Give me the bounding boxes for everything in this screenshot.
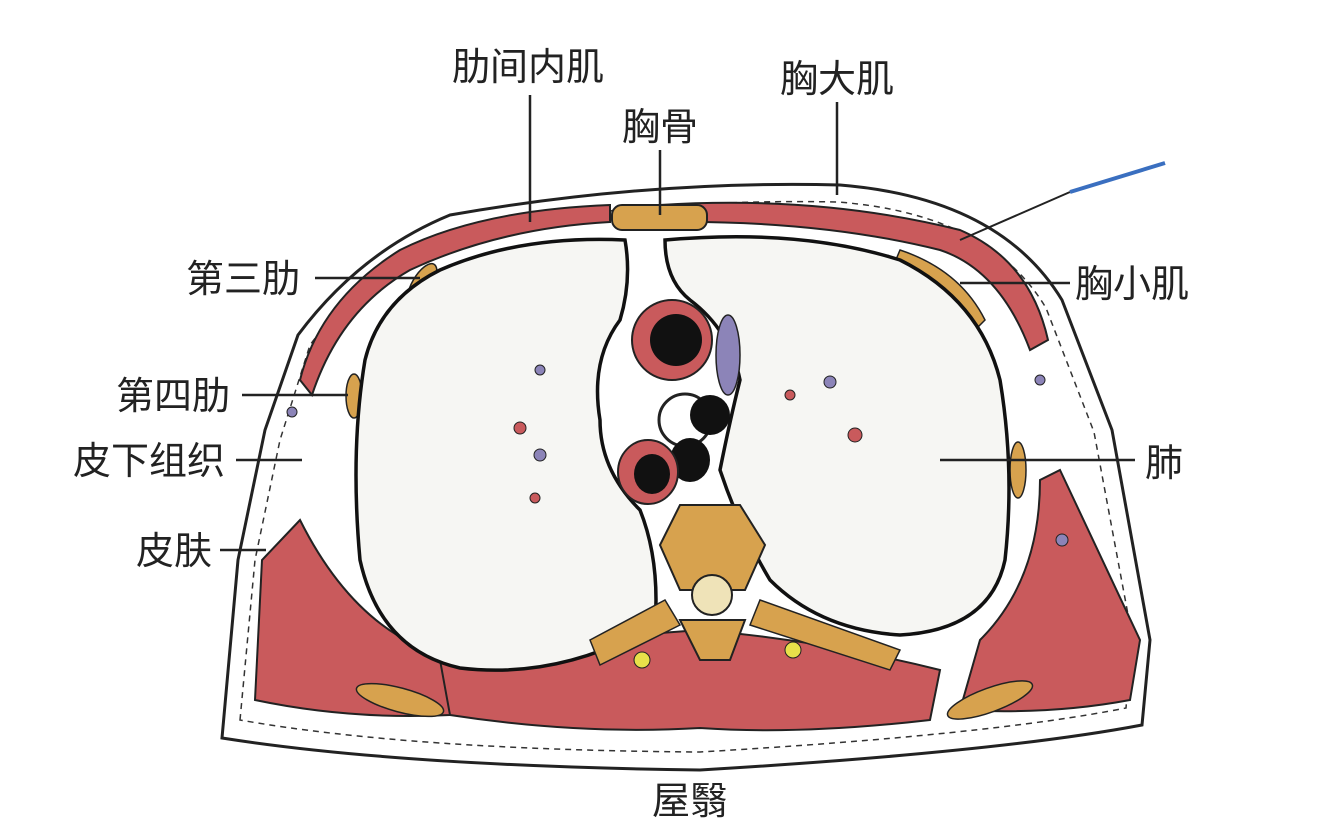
subcutaneous-vessel bbox=[1055, 533, 1069, 547]
label-fourth-rib: 第四肋 bbox=[116, 374, 230, 418]
lung-vessel bbox=[784, 389, 796, 401]
rib-bone bbox=[355, 682, 445, 718]
lung-vessel bbox=[534, 364, 546, 376]
vein bbox=[715, 314, 741, 396]
label-lung: 肺 bbox=[1145, 441, 1183, 485]
label-pectoralis-major: 胸大肌 bbox=[780, 57, 894, 101]
bronchus bbox=[690, 395, 730, 435]
transverse-process-right bbox=[749, 599, 902, 671]
esophagus bbox=[670, 438, 710, 482]
label-skin: 皮肤 bbox=[136, 529, 212, 573]
subcutaneous-vessel bbox=[1034, 374, 1046, 386]
subcutaneous-vessel bbox=[286, 406, 298, 418]
vertebral-arch bbox=[678, 619, 747, 661]
vertebral-body bbox=[658, 504, 767, 591]
needle-handle bbox=[1069, 161, 1166, 194]
lung-vessel bbox=[533, 448, 547, 462]
aorta-lumen bbox=[650, 314, 702, 366]
rib-bone bbox=[1009, 441, 1027, 499]
needle-shaft bbox=[959, 191, 1071, 241]
transverse-process-left bbox=[589, 599, 682, 667]
aorta-descending-lumen bbox=[634, 454, 670, 494]
lung-vessel bbox=[823, 375, 837, 389]
rib-bone bbox=[946, 680, 1034, 720]
lung-vessel bbox=[847, 427, 863, 443]
pectoralis-major-right bbox=[658, 201, 1050, 352]
label-intercostal-internal: 肋间内肌 bbox=[452, 45, 604, 89]
lung-vessel bbox=[529, 492, 541, 504]
left-lung bbox=[354, 237, 658, 672]
label-subcutaneous: 皮下组织 bbox=[73, 439, 225, 483]
vessel bbox=[633, 651, 651, 669]
lung-vessel bbox=[513, 421, 527, 435]
vessel bbox=[784, 641, 802, 659]
label-pectoralis-minor: 胸小肌 bbox=[1075, 262, 1189, 306]
spinal-canal bbox=[691, 574, 733, 616]
label-sternum: 胸骨 bbox=[622, 105, 698, 149]
pectoralis-major-left bbox=[298, 203, 611, 398]
label-third-rib: 第三肋 bbox=[186, 257, 300, 301]
label-acupoint: 屋翳 bbox=[652, 779, 728, 823]
